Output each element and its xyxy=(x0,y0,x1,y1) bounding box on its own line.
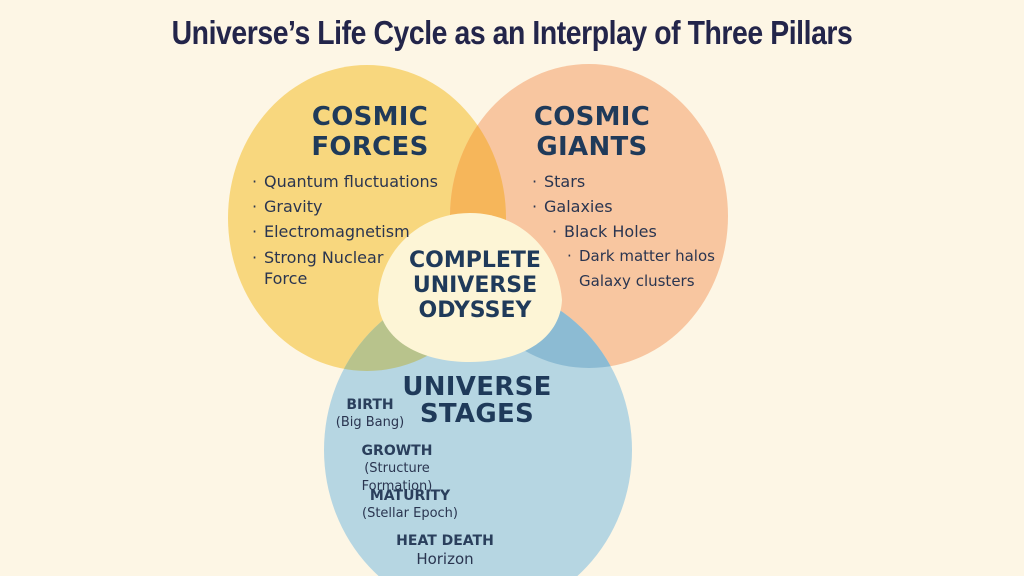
stage-detail: (Structure Formation) xyxy=(361,461,433,494)
center-region xyxy=(378,213,562,362)
stages-heading-line1: UNIVERSE xyxy=(402,372,552,402)
stage-name: GROWTH xyxy=(361,443,433,459)
stage-birth: BIRTH (Big Bang) xyxy=(330,396,410,432)
forces-heading-line2: FORCES xyxy=(311,132,429,162)
stages-heading: UNIVERSE STAGES xyxy=(392,374,562,428)
stage-detail: Horizon xyxy=(416,550,474,568)
stage-growth: GROWTH (Structure Formation) xyxy=(330,442,464,496)
center-label: COMPLETE UNIVERSE ODYSSEY xyxy=(395,248,555,323)
stage-maturity: MATURITY (Stellar Epoch) xyxy=(360,487,460,523)
forces-heading: COSMIC FORCES xyxy=(290,102,450,162)
stage-name: BIRTH xyxy=(346,397,394,413)
forces-item: ·Electromagnetism xyxy=(252,222,410,241)
center-line2: UNIVERSE xyxy=(412,273,538,298)
giants-heading-line2: GIANTS xyxy=(536,132,648,162)
giants-item: ·Galaxies xyxy=(532,197,613,216)
stage-name: HEAT DEATH xyxy=(396,533,494,549)
stage-detail: (Big Bang) xyxy=(335,415,405,430)
giants-item: ·Dark matter halos xyxy=(567,247,715,265)
giants-item: Galaxy clusters xyxy=(579,272,695,290)
stage-heat-death: HEAT DEATH Horizon xyxy=(390,532,500,568)
giants-heading-line1: COSMIC xyxy=(533,102,651,132)
stages-heading-line2: STAGES xyxy=(419,399,535,429)
giants-item: ·Stars xyxy=(532,172,586,191)
forces-item-continued: Force xyxy=(264,269,308,288)
forces-item: ·Quantum fluctuations xyxy=(252,172,438,191)
center-line3: ODYSSEY xyxy=(418,298,532,323)
forces-item: ·Strong Nuclear xyxy=(252,248,384,267)
giants-item: ·Black Holes xyxy=(552,222,657,241)
giants-list: ·Stars ·Galaxies ·Black Holes ·Dark matt… xyxy=(532,169,715,294)
forces-heading-line1: COSMIC xyxy=(311,102,429,132)
stage-detail: (Stellar Epoch) xyxy=(362,506,458,521)
forces-item: ·Gravity xyxy=(252,197,323,216)
giants-heading: COSMIC GIANTS xyxy=(512,102,672,162)
forces-list: ·Quantum fluctuations ·Gravity ·Electrom… xyxy=(252,169,438,289)
diagram-title: Universe’s Life Cycle as an Interplay of… xyxy=(171,14,853,51)
center-line1: COMPLETE xyxy=(409,248,541,273)
stage-name: MATURITY xyxy=(369,488,451,504)
